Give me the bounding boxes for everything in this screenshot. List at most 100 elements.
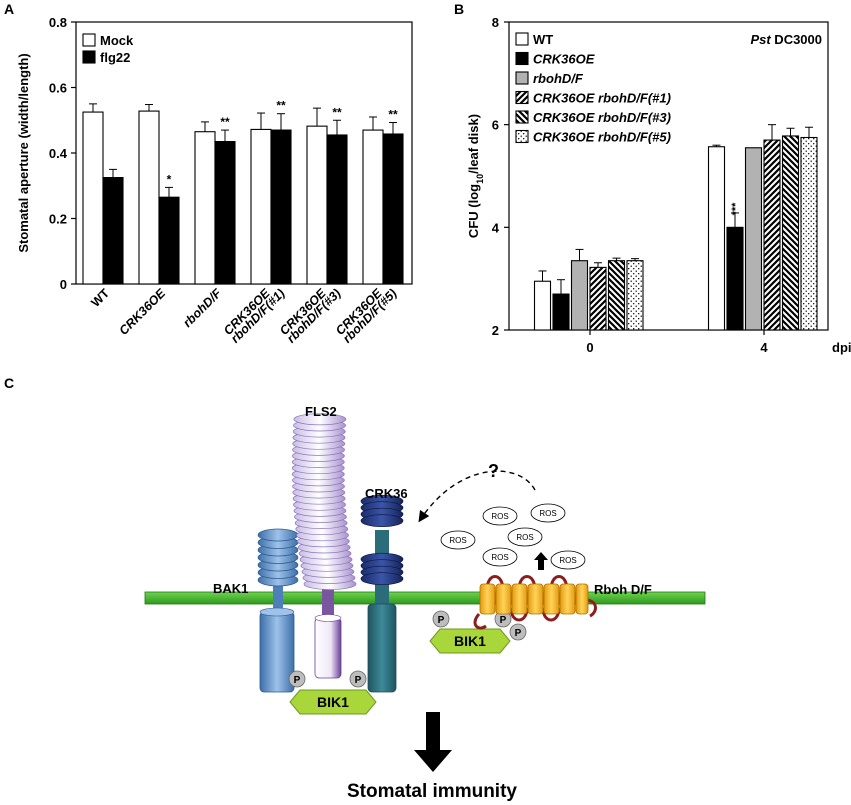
legend-label: CRK36OE rbohD/F(#5): [533, 130, 671, 145]
bar-flg22: [158, 196, 180, 285]
bar-white: [533, 280, 552, 331]
ros-molecule: [482, 547, 518, 567]
bik1-complex-lower: BIK1 P P: [288, 670, 377, 715]
crk36-domain-disc: [360, 572, 404, 586]
phospho-site: [349, 670, 367, 688]
legend-swatch: [515, 90, 529, 105]
legend-swatch: [515, 129, 529, 144]
panel-label-c: C: [4, 375, 14, 391]
bar-dots: [800, 136, 818, 331]
significance-mark: **: [276, 99, 286, 113]
legend-label: flg22: [100, 50, 130, 65]
phospho-site: [432, 610, 450, 628]
bar-flg22: [270, 129, 292, 285]
bar-gray: [744, 147, 763, 331]
bar-mock: [194, 131, 216, 285]
bar-diag-right: [589, 266, 607, 331]
y-tick-label: 0.6: [49, 81, 67, 96]
bar-mock: [82, 111, 104, 285]
bak1-receptor: [257, 528, 299, 693]
panel-label-a: A: [4, 1, 14, 17]
y-tick-label: 0: [60, 277, 67, 292]
phospho-label: P: [500, 615, 507, 626]
x-tick-label: WT: [88, 286, 112, 310]
crk36-receptor: [360, 494, 404, 693]
ros-label: ROS: [559, 556, 576, 565]
x-tick-label: CRK36OE: [116, 286, 168, 338]
question-mark: ?: [488, 461, 499, 481]
crk36-label: CRK36: [365, 486, 408, 501]
bar-flg22: [382, 133, 404, 285]
y-tick-label: 6: [492, 118, 499, 133]
fls2-label: FLS2: [305, 404, 337, 419]
ros-label: ROS: [491, 553, 508, 562]
significance-mark: **: [388, 108, 398, 122]
stomatal-immunity-label: Stomatal immunity: [347, 781, 517, 802]
bar-gray: [570, 260, 589, 331]
fls2-receptor: [291, 413, 357, 679]
bar-diag-right: [763, 139, 781, 331]
fls2-lrr-disc: [293, 413, 347, 426]
y-tick-label: 4: [492, 220, 500, 235]
y-tick-label: 2: [492, 323, 499, 338]
ros-molecule: [482, 506, 518, 526]
bar-mock: [362, 129, 384, 285]
ros-molecule: [530, 503, 566, 523]
significance-mark: **: [220, 115, 230, 129]
legend-label: CRK36OE rbohD/F(#3): [533, 110, 671, 125]
legend-label: CRK36OE rbohD/F(#1): [533, 91, 671, 106]
rboh-label: Rboh D/F: [594, 582, 652, 597]
y-tick-label: 0.4: [49, 146, 68, 161]
phospho-label: P: [438, 615, 445, 626]
legend-swatch: [515, 32, 529, 46]
pathogen-annotation: Pst DC3000: [750, 32, 822, 47]
phospho-label: P: [355, 675, 362, 686]
y-tick-label: 0.2: [49, 212, 67, 227]
legend-label: CRK36OE: [533, 52, 595, 67]
bar-flg22: [326, 134, 348, 285]
y-tick-label: 0.8: [49, 15, 67, 30]
ros-label: ROS: [491, 512, 508, 521]
phospho-label: P: [294, 675, 301, 686]
legend-label: Mock: [100, 33, 134, 48]
bar-flg22: [102, 177, 124, 285]
significance-mark: *: [167, 172, 172, 186]
ros-cluster: ROS ROS ROS ROS ROS ROS: [440, 503, 586, 570]
bar-flg22: [214, 140, 236, 285]
ros-label: ROS: [449, 536, 466, 545]
bak1-lrr-disc: [257, 528, 299, 542]
crk36-domain-disc: [360, 514, 404, 528]
phospho-site: [288, 670, 306, 688]
bik1-complex-upper: BIK1 P P P: [429, 610, 527, 654]
phospho-label: P: [515, 628, 522, 639]
legend-swatch: [82, 33, 96, 47]
bik1-label-upper: BIK1: [454, 633, 486, 649]
x-unit-label: dpi: [832, 340, 851, 355]
legend-label: WT: [533, 32, 553, 47]
y-tick-label: 8: [492, 15, 499, 30]
y-axis-label: Stomatal aperture (width/length): [16, 53, 31, 252]
phospho-site: [509, 623, 527, 641]
legend-label: rbohD/F: [533, 71, 584, 86]
legend-swatch: [515, 110, 529, 124]
x-tick-label: 0: [586, 340, 593, 355]
significance-mark: ***: [730, 202, 742, 216]
bar-white: [707, 146, 726, 331]
bak1-label: BAK1: [213, 581, 248, 596]
ros-molecule: [550, 550, 586, 570]
legend-swatch: [515, 71, 529, 85]
bar-diag-left: [607, 260, 626, 331]
up-arrow-icon: [534, 552, 548, 570]
bar-mock: [306, 125, 328, 285]
bar-mock: [138, 110, 160, 285]
rboh-d-f: [473, 575, 597, 630]
down-arrow-icon: [414, 712, 452, 772]
x-tick-label: rbohD/F: [180, 286, 224, 330]
x-tick-label: 4: [760, 340, 768, 355]
y-axis-label: CFU (log10/leaf disk): [466, 114, 485, 238]
bar-mock: [250, 128, 272, 285]
bar-diag-left: [781, 135, 800, 331]
